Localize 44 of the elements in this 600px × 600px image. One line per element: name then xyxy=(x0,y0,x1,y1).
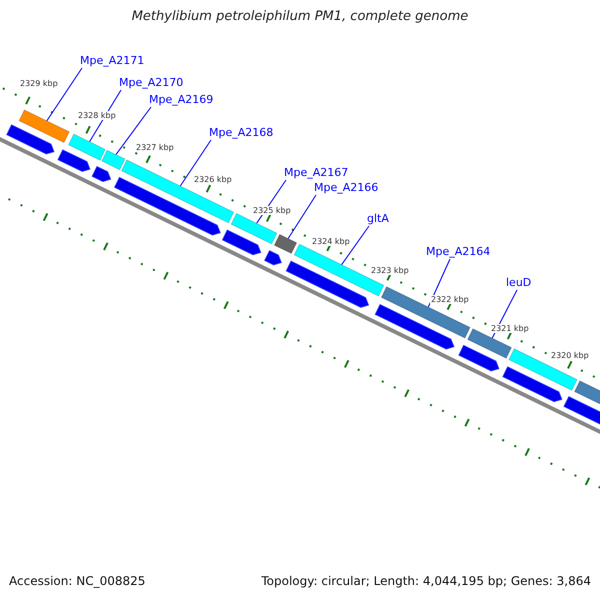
position-label: 2323 kbp xyxy=(370,266,410,275)
coding-sequence-block xyxy=(264,250,282,266)
coding-sequence-block xyxy=(222,229,262,256)
coding-sequence-block xyxy=(57,149,91,172)
gene-label: Mpe_A2169 xyxy=(149,93,214,107)
gene-label: leuD xyxy=(506,276,532,290)
gene-label: Mpe_A2166 xyxy=(314,181,378,195)
coding-sequence-block xyxy=(92,166,112,182)
position-label: 2325 kbp xyxy=(252,206,292,215)
coding-sequence-block xyxy=(286,260,370,308)
position-label: 2324 kbp xyxy=(311,237,351,246)
leader-line xyxy=(428,258,450,308)
leader-line xyxy=(46,68,82,122)
position-label: 2327 kbp xyxy=(135,143,175,152)
coding-sequence-block xyxy=(6,124,55,154)
leader-line xyxy=(180,140,212,186)
gene-label: Mpe_A2171 xyxy=(80,54,144,68)
position-label: 2328 kbp xyxy=(77,111,117,120)
gene-bar xyxy=(230,213,278,244)
gene-label: Mpe_A2164 xyxy=(426,245,490,259)
gene-label: Mpe_A2168 xyxy=(209,126,274,140)
position-label: 2329 kbp xyxy=(19,79,59,88)
gene-bar xyxy=(380,286,470,338)
gene-label: gltA xyxy=(367,212,389,226)
gene-label: Mpe_A2167 xyxy=(284,166,348,180)
leader-line xyxy=(341,226,370,266)
genome-info-text: Topology: circular; Length: 4,044,195 bp; Genes: 3,864 xyxy=(261,574,591,588)
coding-sequence-block xyxy=(374,304,455,350)
leader-line xyxy=(116,106,152,156)
title: Methylibium petroleiphilum PM1, complete genome xyxy=(130,9,470,24)
gene-label: Mpe_A2170 xyxy=(119,76,184,90)
gene-bar xyxy=(121,160,234,224)
gene-bar xyxy=(274,234,298,254)
coding-sequence-block xyxy=(458,344,500,372)
position-label: 2320 kbp xyxy=(550,351,590,360)
position-label: 2321 kbp xyxy=(490,324,530,333)
coding-sequence-block xyxy=(502,366,562,402)
accession-text: Accession: NC_008825 xyxy=(9,574,146,588)
leader-line xyxy=(288,194,316,240)
position-label: 2322 kbp xyxy=(430,295,470,304)
gene-bar xyxy=(18,110,70,143)
position-label: 2326 kbp xyxy=(193,175,233,184)
gene-bar xyxy=(68,134,106,161)
gene-bar xyxy=(101,150,126,170)
